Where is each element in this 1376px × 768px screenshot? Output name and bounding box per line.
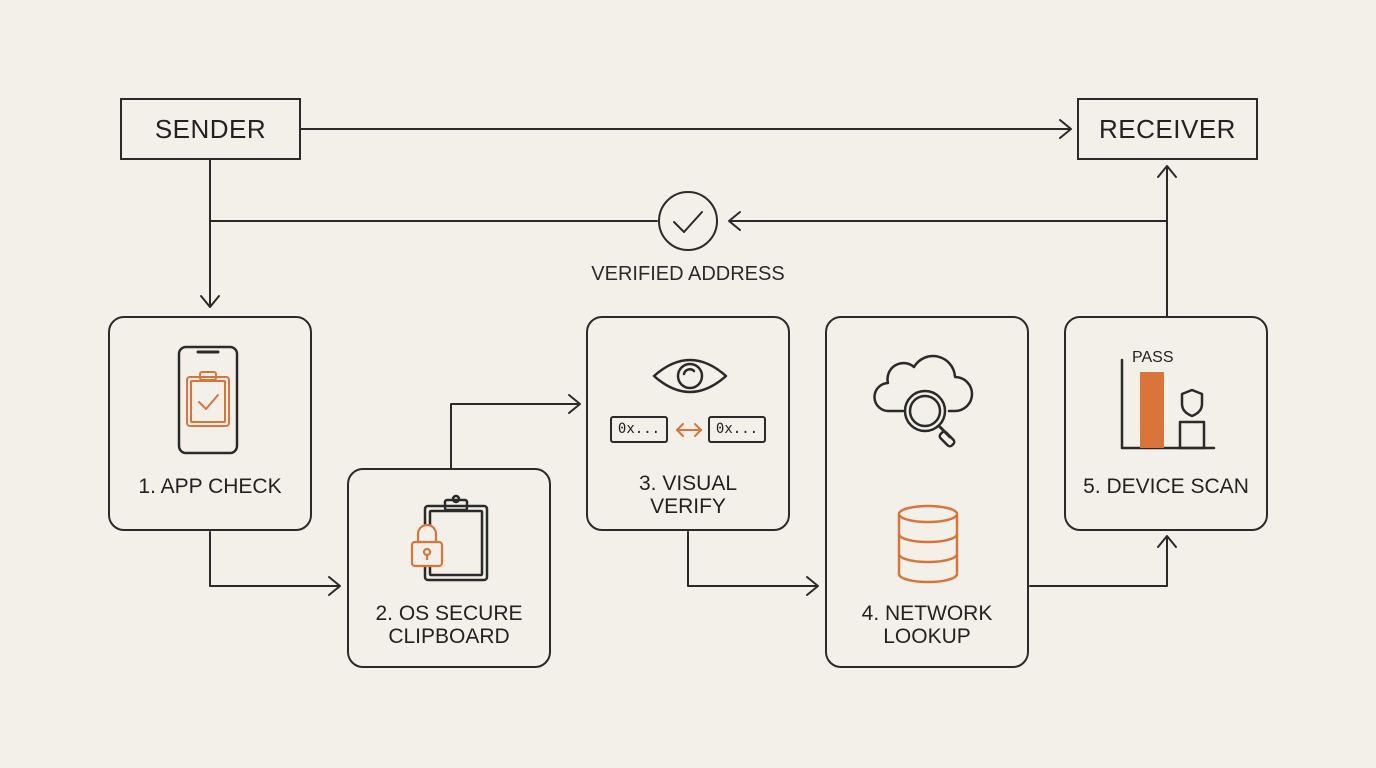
step-2-label: 2. OS SECURE CLIPBOARD xyxy=(375,602,523,648)
pass-label: PASS xyxy=(1132,349,1174,366)
step4-step5-line xyxy=(1029,537,1168,587)
database-icon xyxy=(897,504,959,584)
step2-step3-line xyxy=(450,403,579,469)
address-chip-right: 0x... xyxy=(708,416,766,443)
step-device-scan: PASS 5. DEVICE SCAN xyxy=(1064,316,1268,531)
step1-step2-arrowhead xyxy=(328,576,341,596)
address-chip-left: 0x... xyxy=(610,416,668,443)
step-4-label: 4. NETWORK LOOKUP xyxy=(861,602,993,648)
pass-bar xyxy=(1140,372,1164,448)
step-visual-verify: 0x... 0x... 3. VISUAL VERIFY xyxy=(586,316,790,531)
double-arrow-icon xyxy=(676,423,702,437)
receiver-box: RECEIVER xyxy=(1077,98,1258,160)
sender-down-arrowhead xyxy=(200,295,220,308)
step-5-label: 5. DEVICE SCAN xyxy=(1083,475,1249,498)
verified-arrowhead xyxy=(728,211,741,231)
sender-label: SENDER xyxy=(154,113,267,144)
sender-box: SENDER xyxy=(120,98,301,160)
receiver-label: RECEIVER xyxy=(1099,113,1236,144)
step4-step5-arrowhead xyxy=(1157,535,1177,548)
step1-step2-line xyxy=(209,531,339,587)
eye-icon xyxy=(652,358,728,394)
step2-step3-arrowhead xyxy=(568,394,581,414)
verified-address-label: VERIFIED ADDRESS xyxy=(591,263,785,285)
cloud-search-icon xyxy=(873,354,974,448)
step3-step4-line xyxy=(687,531,817,587)
step-3-label: 3. VISUAL VERIFY xyxy=(638,472,738,518)
step-app-check: 1. APP CHECK xyxy=(108,316,312,531)
check-mark xyxy=(673,211,703,233)
step5-up-arrowhead xyxy=(1157,165,1177,178)
step-1-label: 1. APP CHECK xyxy=(138,475,282,498)
bar-shield-icon xyxy=(1120,358,1216,450)
phone-clipboard-check-icon xyxy=(177,345,239,455)
step3-step4-arrowhead xyxy=(806,576,819,596)
step-network-lookup: 4. NETWORK LOOKUP xyxy=(825,316,1029,668)
step-os-secure-clipboard: 2. OS SECURE CLIPBOARD xyxy=(347,468,551,668)
sender-receiver-arrowhead xyxy=(1059,119,1072,139)
clipboard-lock-icon xyxy=(410,494,489,582)
check-circle-icon xyxy=(658,191,718,251)
